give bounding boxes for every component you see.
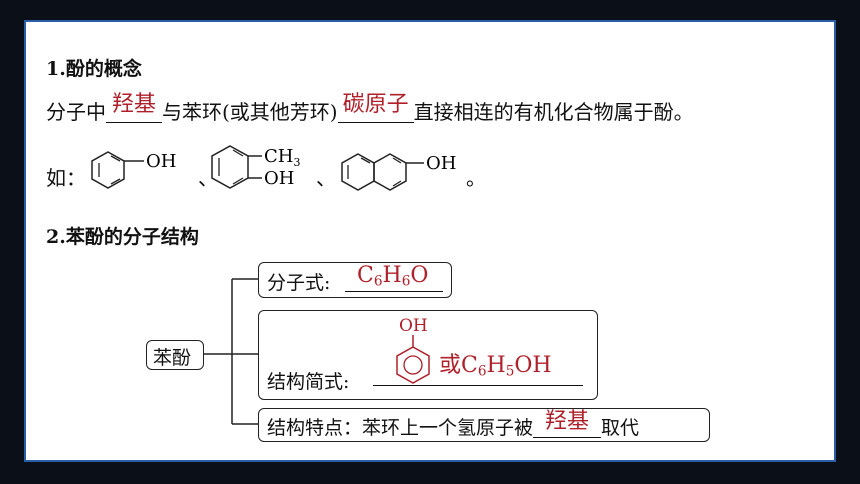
oh-label: OH bbox=[264, 168, 294, 189]
formula-blank[interactable] bbox=[345, 291, 443, 292]
blank-2[interactable]: 碳原子 bbox=[337, 92, 414, 123]
ring-double-bond bbox=[232, 149, 244, 157]
period: 。 bbox=[466, 166, 486, 190]
answer-benzene-ring bbox=[396, 346, 430, 384]
answer-oh-label: OH bbox=[399, 316, 428, 336]
blank-1[interactable]: 羟基 bbox=[106, 92, 162, 123]
oh-label: OH bbox=[146, 151, 176, 172]
section2-heading: 2.苯酚的分子结构 bbox=[46, 226, 199, 248]
naphthol-structure: OH bbox=[341, 153, 456, 191]
slide: 1.酚的概念 分子中羟基与苯环(或其他芳环)碳原子直接相连的有机化合物属于酚。 … bbox=[24, 20, 836, 462]
definition-text-3: 直接相连的有机化合物属于酚。 bbox=[413, 100, 694, 124]
feature-answer: 羟基 bbox=[545, 409, 590, 434]
example-prefix: 如： bbox=[46, 166, 86, 190]
blank-1-answer: 羟基 bbox=[111, 92, 156, 117]
ring-double-bond bbox=[110, 178, 121, 185]
structure-label: 结构简式: bbox=[267, 371, 350, 393]
formula-label: 分子式: bbox=[267, 272, 331, 294]
phenol-structure: OH bbox=[91, 151, 176, 189]
tree-connectors bbox=[204, 278, 258, 425]
oh-label: OH bbox=[426, 153, 456, 174]
ring-double-bond bbox=[360, 157, 371, 164]
definition-text-1: 分子中 bbox=[46, 100, 106, 124]
formula-answer: C6H6O bbox=[357, 263, 429, 290]
cresol-structure: CH3 OH bbox=[211, 145, 300, 189]
structure-blank[interactable] bbox=[373, 385, 583, 386]
root-label: 苯酚 bbox=[153, 347, 192, 369]
structure-box: 结构简式: OH 或C6H5OH bbox=[258, 310, 598, 400]
phenol-answer-structure: OH bbox=[396, 316, 430, 384]
ring-double-bond bbox=[392, 157, 402, 164]
ring-double-bond bbox=[110, 155, 121, 162]
definition-line: 分子中羟基与苯环(或其他芳环)碳原子直接相连的有机化合物属于酚。 bbox=[46, 92, 694, 125]
structure-alt-answer: 或C6H5OH bbox=[439, 353, 552, 380]
ring-double-bond bbox=[392, 180, 402, 187]
blank-2-answer: 碳原子 bbox=[342, 92, 409, 117]
feature-blank[interactable]: 羟基 bbox=[533, 409, 602, 438]
ch3-label: CH3 bbox=[264, 146, 300, 169]
root-box: 苯酚 bbox=[146, 340, 204, 370]
separator-2: 、 bbox=[316, 166, 336, 190]
feature-text: 结构特点：苯环上一个氢原子被羟基取代 bbox=[267, 409, 639, 440]
section1-heading: 1.酚的概念 bbox=[46, 58, 142, 80]
feature-box: 结构特点：苯环上一个氢原子被羟基取代 bbox=[258, 408, 710, 442]
definition-text-2: 与苯环(或其他芳环) bbox=[162, 100, 338, 124]
answer-aromatic-circle bbox=[403, 355, 423, 375]
separator-1: 、 bbox=[198, 166, 218, 190]
formula-box: 分子式: C6H6O bbox=[258, 262, 452, 298]
ring-double-bond bbox=[232, 177, 244, 185]
